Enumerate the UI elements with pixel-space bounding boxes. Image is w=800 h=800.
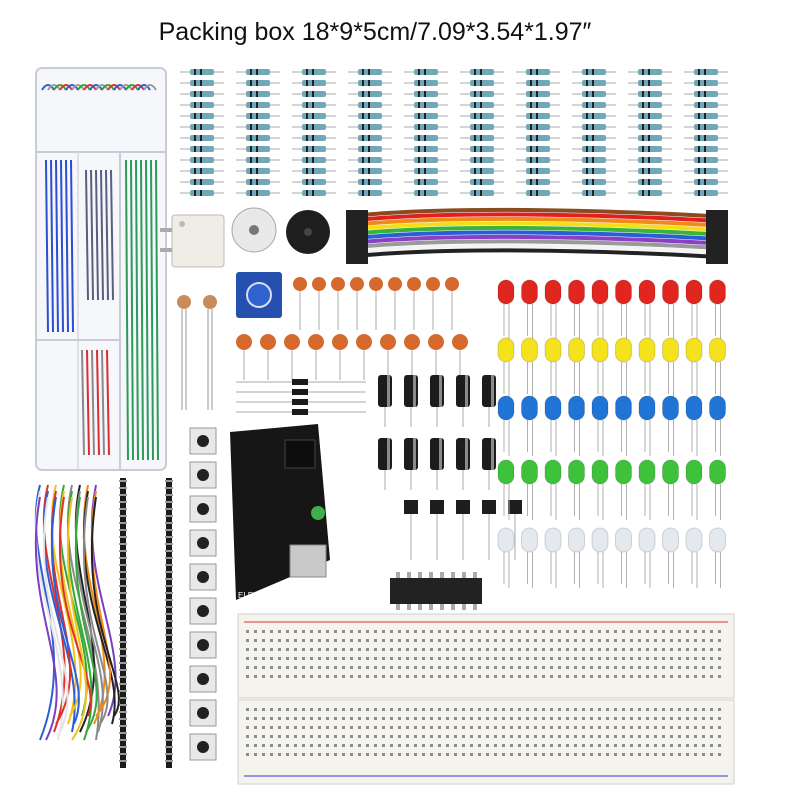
pin-headers — [119, 478, 173, 768]
elegoo-board-label: ELEGOO — [238, 591, 272, 600]
power-supply-module: ELEGOO — [230, 424, 330, 600]
push-buttons — [189, 427, 217, 761]
optocoupler — [160, 214, 225, 268]
led-array — [497, 279, 726, 588]
dupont-ribbon-cable — [346, 207, 728, 264]
transistors — [404, 500, 522, 560]
ceramic-capacitors — [236, 277, 468, 380]
potentiometer — [236, 272, 282, 318]
ic-chip — [390, 572, 482, 610]
packing-box-caption: Packing box 18*9*5cm/7.09*3.54*1.97″ — [158, 18, 592, 46]
passive-buzzer — [231, 207, 277, 253]
active-buzzer — [286, 210, 330, 254]
resistor-array — [180, 69, 728, 196]
photoresistors — [177, 295, 217, 410]
electrolytic-capacitors — [378, 375, 496, 490]
diodes — [236, 379, 366, 415]
jumper-wires-loose — [34, 484, 120, 741]
jumper-wire-storage-box — [35, 67, 167, 471]
breadboards — [237, 613, 735, 785]
